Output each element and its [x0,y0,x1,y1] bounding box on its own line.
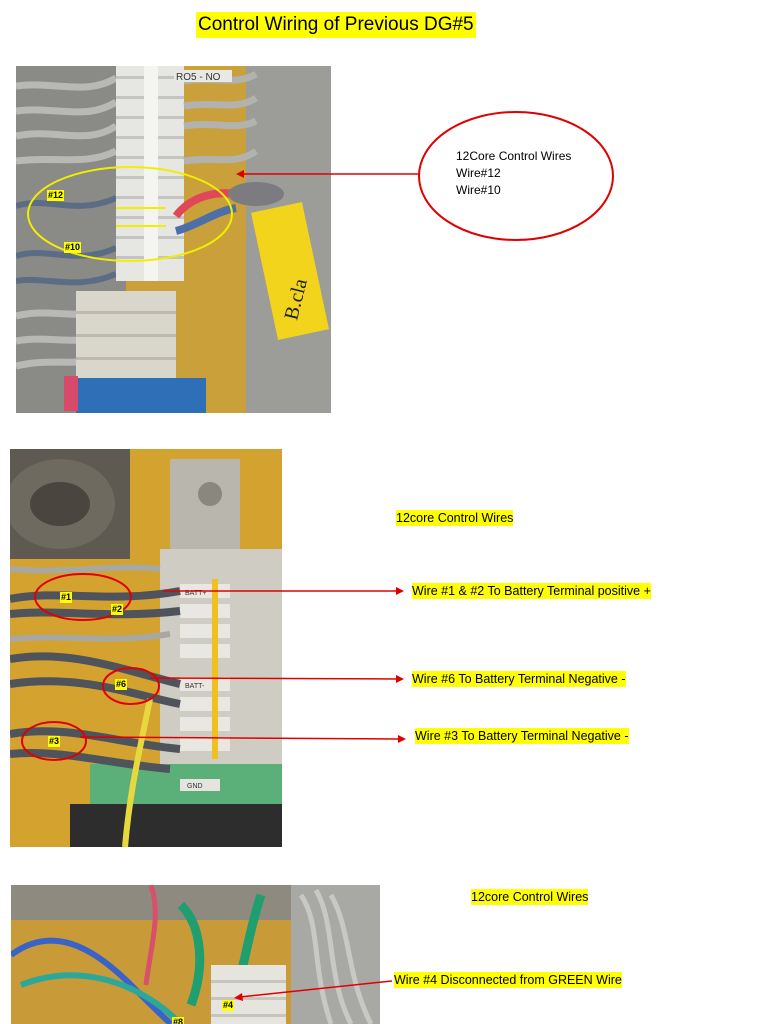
page-title: Control Wiring of Previous DG#5 [196,12,476,38]
note-wire-1-2: Wire #1 & #2 To Battery Terminal positiv… [412,583,651,599]
wire-tag-8: #8 [172,1017,185,1024]
wire-tag-10: #10 [64,242,82,253]
photo-label-batt-neg: BATT- [185,683,205,690]
wiring-photo-1: B.cla RO5 - NO #12 #10 [16,66,331,413]
note-wire-6: Wire #6 To Battery Terminal Negative - [412,671,626,687]
note-wire-4: Wire #4 Disconnected from GREEN Wire [394,972,622,988]
photo-label-gnd: GND [187,783,203,790]
photo-label-batt-pos: BATT+ [185,590,206,597]
photo-label-ro5: RO5 - NO [176,72,221,83]
wire-tag-1: #1 [60,592,73,603]
callout-wire-list: 12Core Control Wires Wire#12 Wire#10 [456,148,571,199]
callout-line-2: Wire#12 [456,166,501,180]
note-wire-3: Wire #3 To Battery Terminal Negative - [415,728,629,744]
wire-tag-2: #2 [111,604,124,615]
section2-heading: 12core Control Wires [396,510,514,526]
section3-heading: 12core Control Wires [471,889,589,905]
wire-tag-6: #6 [115,679,128,690]
wire-tag-12: #12 [47,190,65,201]
wire-tag-4: #4 [222,1000,235,1011]
callout-line-3: Wire#10 [456,183,501,197]
wiring-photo-2: BATT+ BATT- GND #1 #2 #6 #3 [10,449,282,847]
callout-line-1: 12Core Control Wires [456,149,572,163]
wire-tag-3: #3 [48,736,61,747]
wiring-photo-3: #4 #8 [11,885,380,1024]
